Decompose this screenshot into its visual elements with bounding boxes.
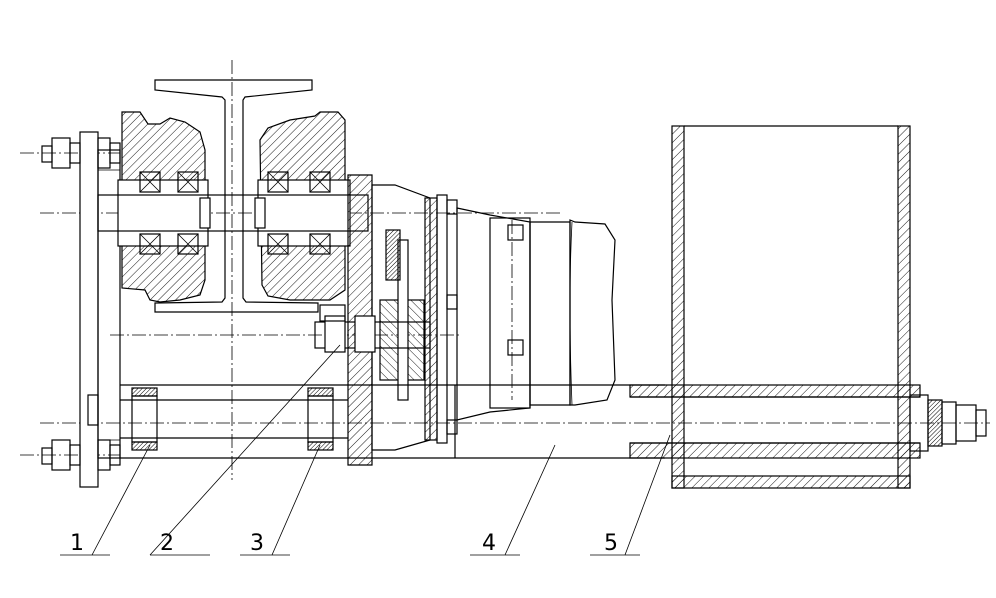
right-end-fitting xyxy=(909,394,987,452)
gearbox-housing xyxy=(314,174,458,466)
callout-5: 5 xyxy=(604,531,618,556)
i-beam-rail xyxy=(154,79,319,313)
right-wheel xyxy=(257,111,351,301)
hopper xyxy=(671,125,911,489)
motor xyxy=(456,207,616,421)
left-wheel xyxy=(117,111,209,303)
callout-3: 3 xyxy=(250,531,264,556)
callout-2: 2 xyxy=(160,531,174,556)
left-frame xyxy=(41,131,121,488)
callout-4: 4 xyxy=(482,531,496,556)
leader-lines xyxy=(60,344,671,556)
drive-beam xyxy=(120,384,665,459)
callout-1: 1 xyxy=(70,531,84,556)
